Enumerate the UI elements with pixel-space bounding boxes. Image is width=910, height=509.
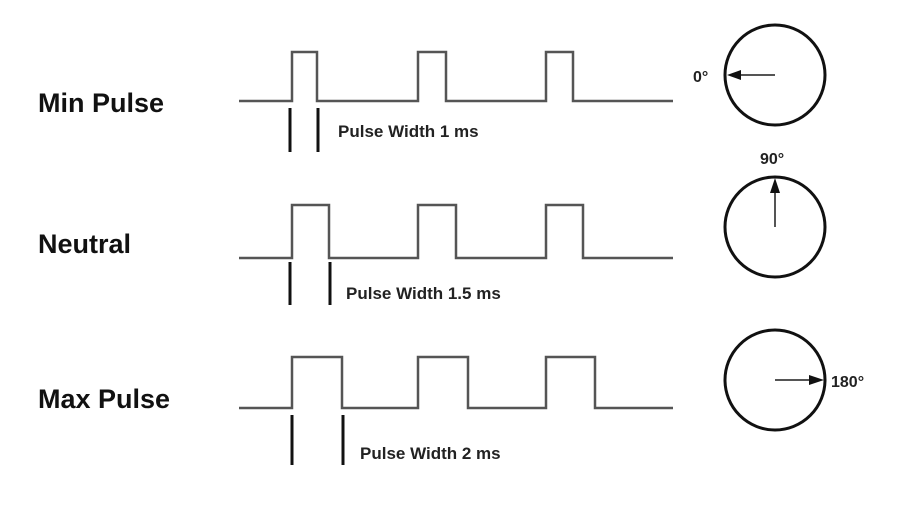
row-max-pulse: Max Pulse Pulse Width 2 ms 180° (38, 328, 864, 465)
arrow-head-icon (727, 70, 741, 80)
angle-label: 0° (693, 69, 708, 86)
servo-dial (723, 175, 827, 279)
pulse-width-label: Pulse Width 2 ms (360, 444, 501, 463)
servo-dial (723, 328, 827, 432)
pulse-waveform (239, 355, 673, 410)
angle-label: 90° (760, 151, 784, 168)
pulse-waveform (239, 50, 673, 103)
row-label: Neutral (38, 229, 131, 259)
row-label: Min Pulse (38, 88, 164, 118)
pulse-width-label: Pulse Width 1.5 ms (346, 284, 501, 303)
arrow-head-icon (809, 375, 824, 385)
row-neutral: Neutral Pulse Width 1.5 ms 90° (38, 151, 827, 305)
angle-label: 180° (831, 374, 864, 391)
servo-dial (723, 23, 827, 127)
pulse-width-label: Pulse Width 1 ms (338, 122, 479, 141)
row-label: Max Pulse (38, 384, 170, 414)
arrow-head-icon (770, 178, 780, 193)
row-min-pulse: Min Pulse Pulse Width 1 ms 0° (38, 23, 827, 152)
pulse-waveform (239, 203, 673, 260)
